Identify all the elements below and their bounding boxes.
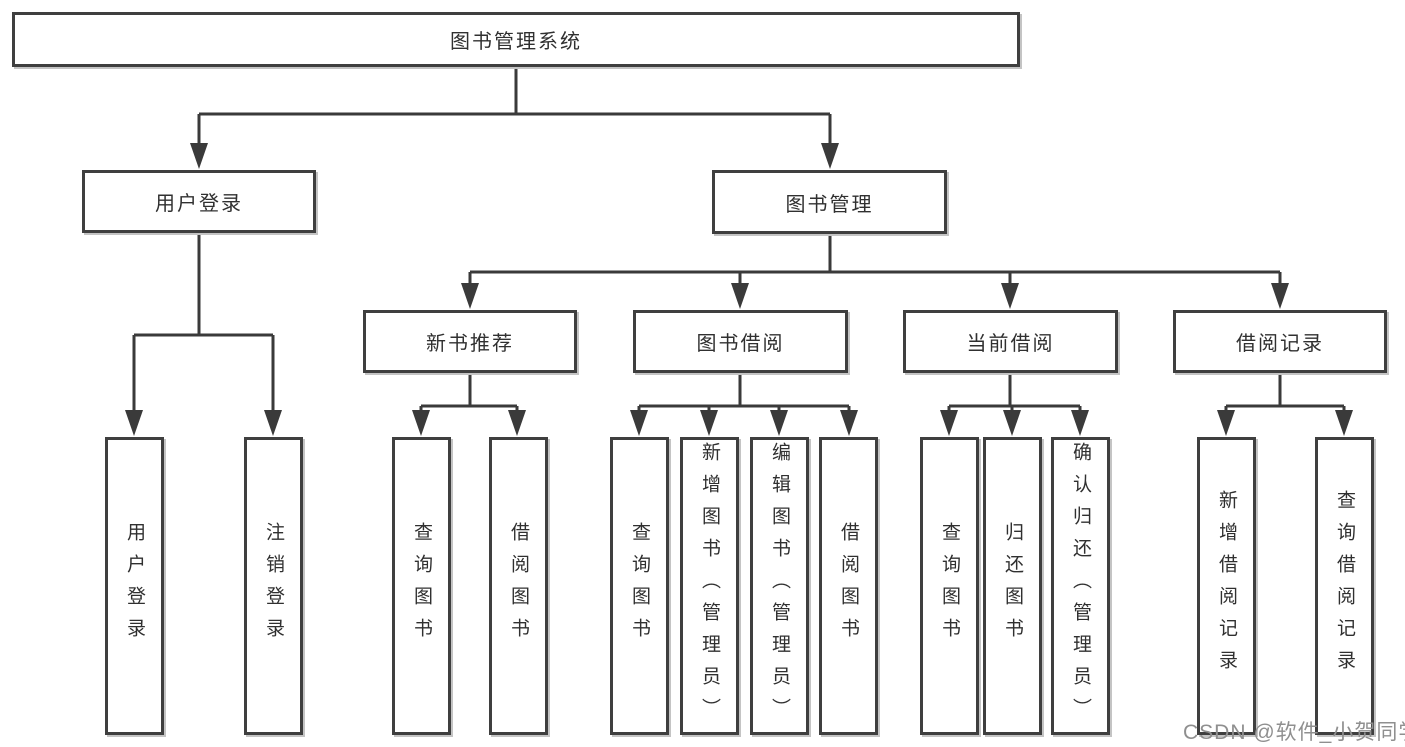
- node-label: 图书借阅: [696, 333, 785, 355]
- node-label: 查询图书: [939, 522, 960, 650]
- node-borrow-records: 借阅记录: [1173, 310, 1387, 373]
- node-book-borrow: 图书借阅: [633, 310, 848, 373]
- leaf-add-borrow-record: 新增借阅记录: [1197, 437, 1256, 735]
- leaf-query-books-current: 查询图书: [920, 437, 979, 735]
- node-label: 查询图书: [629, 522, 650, 650]
- leaf-borrow-books-recommend: 借阅图书: [489, 437, 548, 735]
- node-current-borrow: 当前借阅: [903, 310, 1118, 373]
- node-label: 查询借阅记录: [1334, 490, 1355, 682]
- node-label: 借阅图书: [838, 522, 859, 650]
- node-label: 新增图书（管理员）: [699, 442, 720, 730]
- leaf-add-books-admin: 新增图书（管理员）: [680, 437, 739, 735]
- leaf-edit-books-admin: 编辑图书（管理员）: [750, 437, 809, 735]
- node-label: 借阅图书: [508, 522, 529, 650]
- node-label: 新书推荐: [426, 333, 514, 355]
- leaf-borrow-books: 借阅图书: [819, 437, 878, 735]
- node-label: 注销登录: [263, 522, 284, 650]
- node-label: 当前借阅: [966, 333, 1055, 355]
- node-book-management: 图书管理: [712, 170, 947, 234]
- node-library-management-system: 图书管理系统: [12, 12, 1020, 67]
- node-user-login: 用户登录: [82, 170, 316, 233]
- leaf-confirm-return-admin: 确认归还（管理员）: [1051, 437, 1110, 735]
- node-label: 图书管理: [785, 193, 874, 216]
- node-label: 图书管理系统: [450, 31, 582, 53]
- node-label: 新增借阅记录: [1216, 490, 1237, 682]
- node-label: 归还图书: [1002, 522, 1023, 650]
- node-label: 借阅记录: [1236, 333, 1324, 355]
- node-label: 编辑图书（管理员）: [769, 442, 790, 730]
- node-label: 用户登录: [155, 193, 243, 215]
- node-new-book-recommend: 新书推荐: [363, 310, 577, 373]
- node-label: 查询图书: [411, 522, 432, 650]
- leaf-query-borrow-record: 查询借阅记录: [1315, 437, 1374, 735]
- leaf-query-books-borrow: 查询图书: [610, 437, 669, 735]
- node-label: 确认归还（管理员）: [1070, 442, 1091, 730]
- leaf-query-books-recommend: 查询图书: [392, 437, 451, 735]
- leaf-user-login: 用户登录: [105, 437, 164, 735]
- leaf-return-books: 归还图书: [983, 437, 1042, 735]
- leaf-logout: 注销登录: [244, 437, 303, 735]
- node-label: 用户登录: [124, 522, 145, 650]
- csdn-watermark: CSDN @软件_小贺同学: [1183, 721, 1405, 744]
